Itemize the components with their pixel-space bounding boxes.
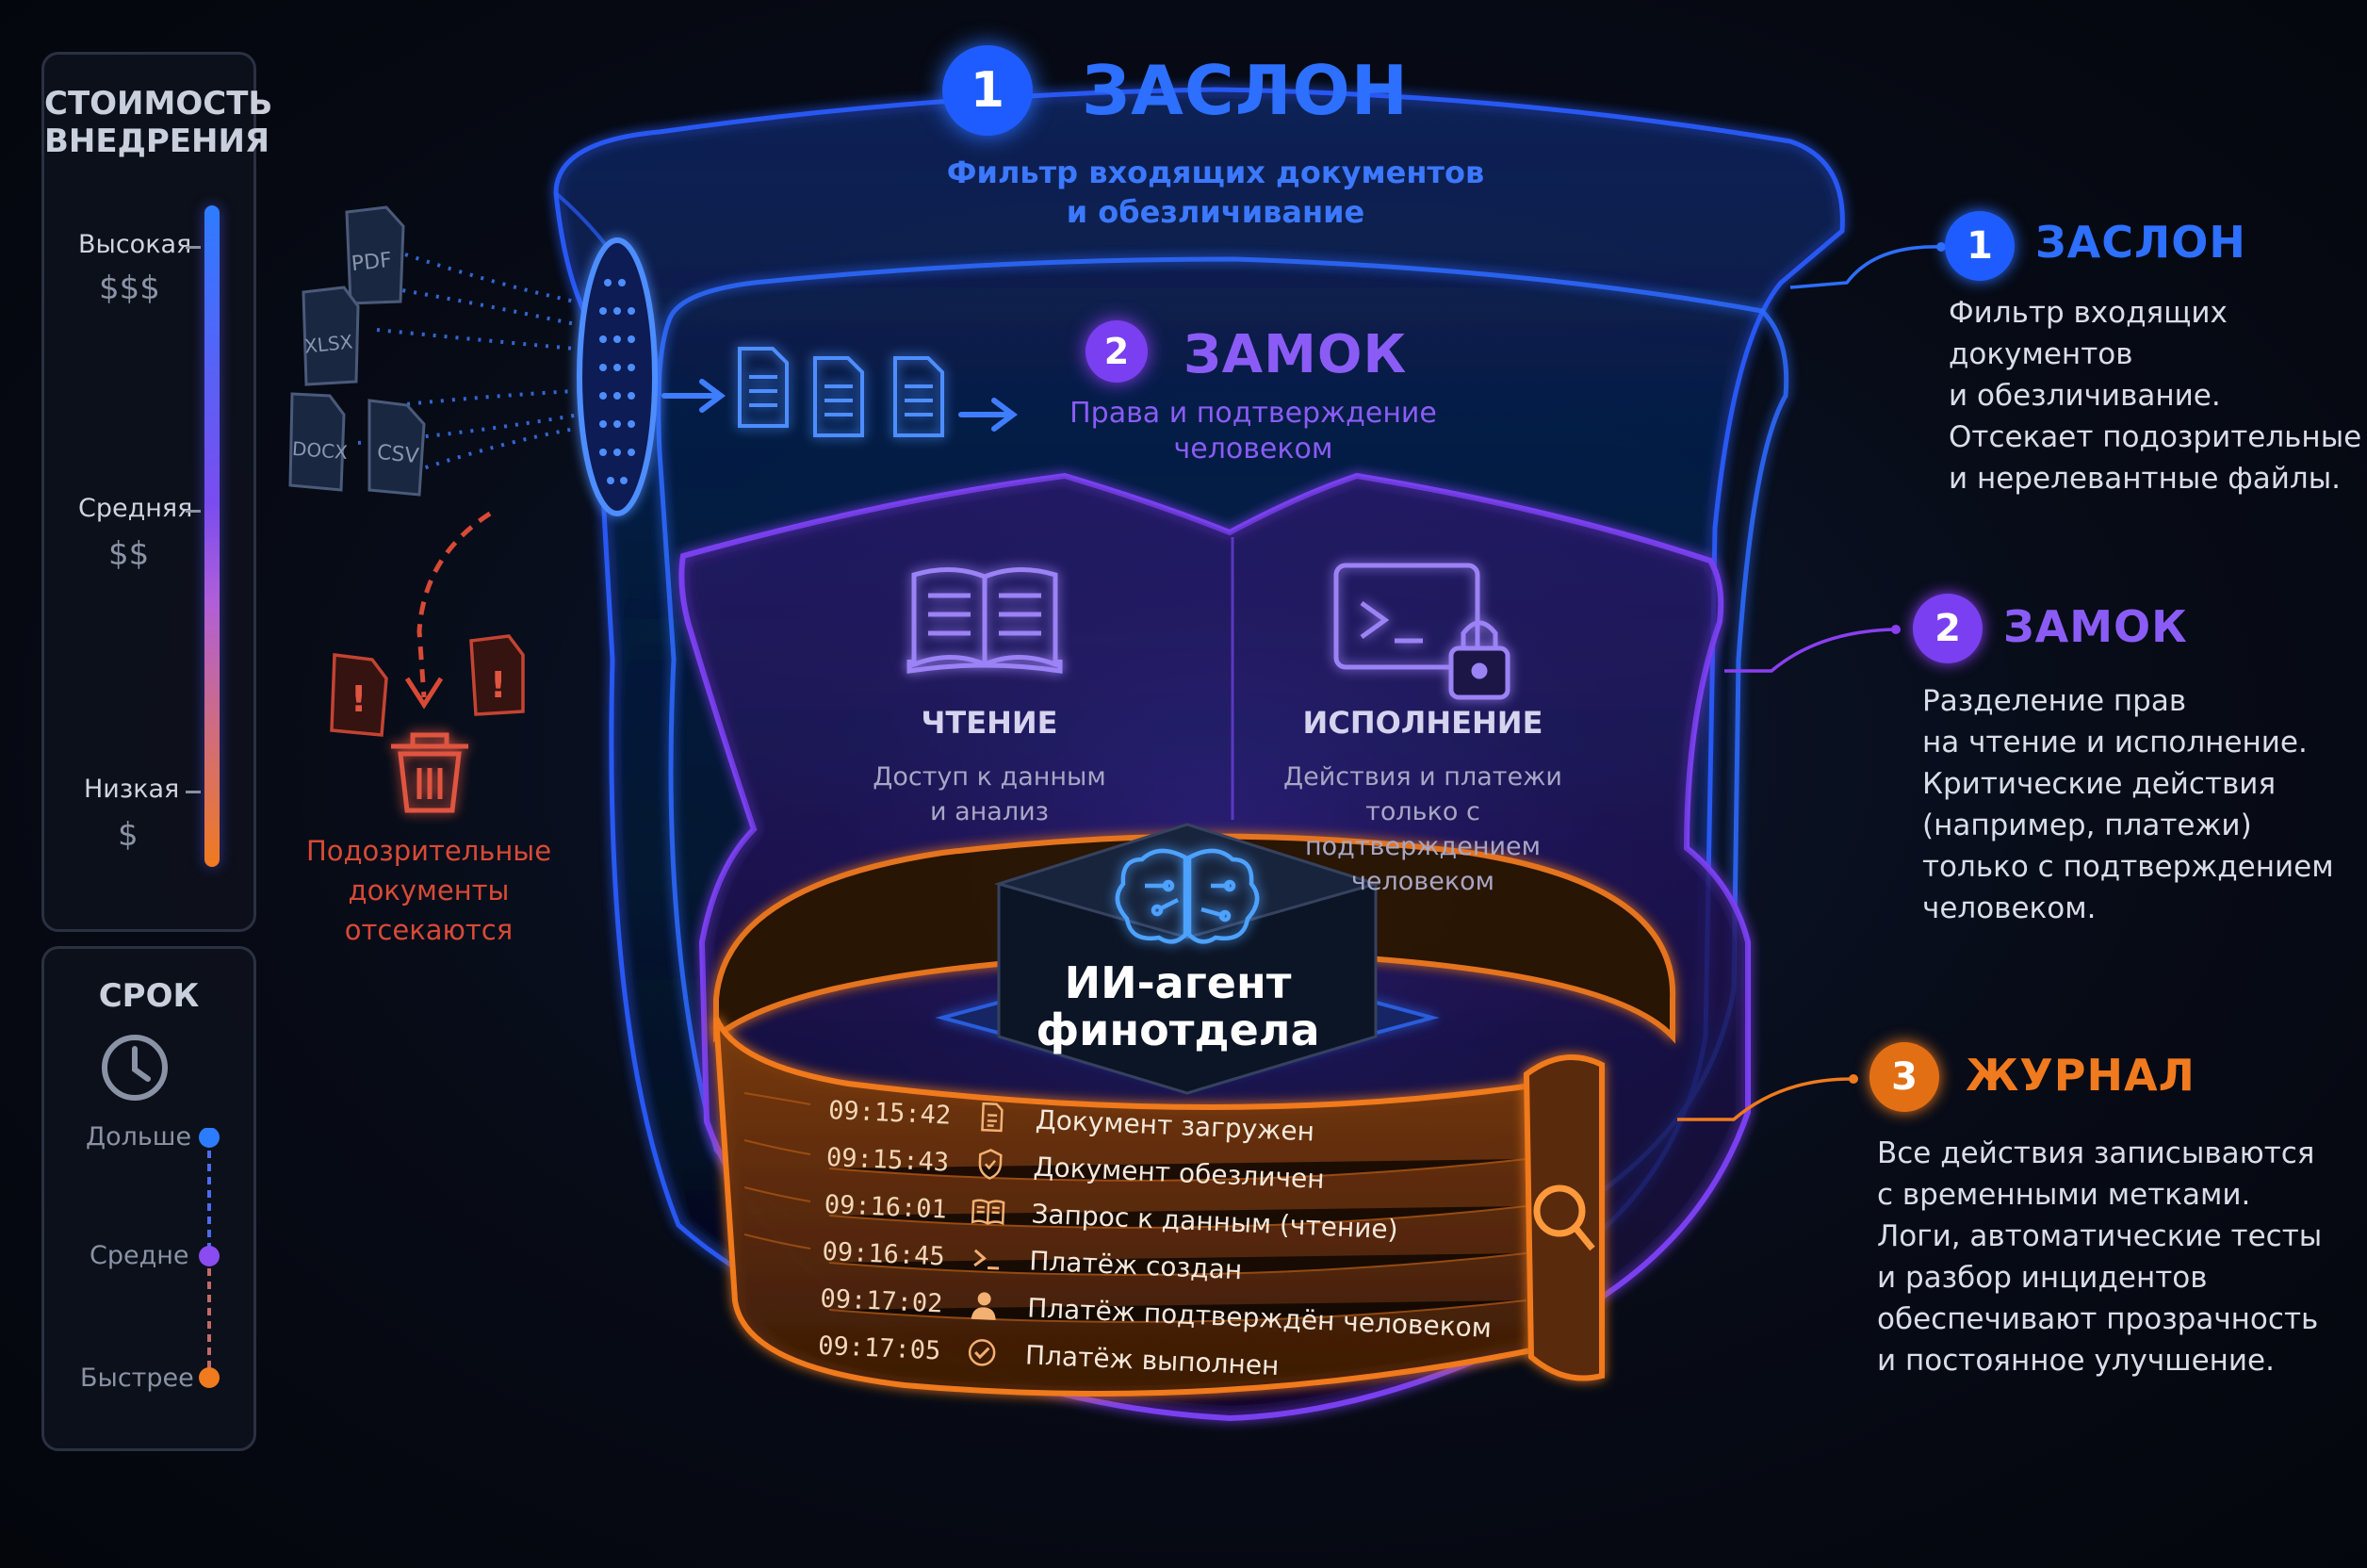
log-time: 09:17:02 <box>819 1283 944 1318</box>
gate-title: ЗАСЛОН <box>1082 51 1409 130</box>
connector-2 <box>1724 628 1895 673</box>
legend-3-desc: Все действия записываются с временными м… <box>1877 1136 2323 1378</box>
log-row: 09:17:05 Платёж выполнен <box>818 1329 1281 1382</box>
read-section: ЧТЕНИЕ Доступ к данным и анализ <box>839 705 1140 829</box>
reject-arrow <box>416 511 492 698</box>
log-time: 09:15:42 <box>827 1095 952 1131</box>
terminal-lock-icon-large <box>1333 563 1510 700</box>
person-icon <box>971 1292 996 1320</box>
input-files <box>288 205 426 497</box>
arrow-out-1 <box>661 379 726 413</box>
legend-1-badge: 1 <box>1945 211 2015 281</box>
log-time: 09:17:05 <box>817 1331 941 1365</box>
log-row: 09:16:01 Запрос к данным (чтение) <box>824 1187 1398 1247</box>
file-pdf: PDF <box>350 248 394 277</box>
agent-cube <box>935 823 1440 1095</box>
time-scale-line <box>199 1128 220 1388</box>
read-desc: Доступ к данным и анализ <box>873 762 1106 826</box>
time-panel-title: СРОК <box>98 977 200 1015</box>
file-csv: CSV <box>375 440 420 469</box>
shield-icon <box>978 1149 1003 1180</box>
log-row: 09:15:42 Документ загружен <box>827 1093 1315 1148</box>
exec-section: ИСПОЛНЕНИЕ Действия и платежи только с п… <box>1244 705 1602 899</box>
arrow-out-2 <box>958 398 1018 432</box>
gate-number-badge: 1 <box>942 45 1033 136</box>
agent-label: ИИ-агент финотдела <box>1036 957 1320 1055</box>
gate-lens <box>577 237 658 516</box>
lock-number-badge: 2 <box>1086 320 1148 383</box>
cost-money-low: $ <box>118 816 139 854</box>
legend-1-desc: Фильтр входящих документов и обезличиван… <box>1949 296 2362 496</box>
warning-mark-1: ! <box>351 678 367 720</box>
exec-desc: Действия и платежи только с подтверждени… <box>1283 762 1562 896</box>
time-level-mid: Средне <box>90 1241 189 1270</box>
magnifier-icon <box>1533 1184 1595 1251</box>
time-panel: СРОК Дольше Средне Быстрее <box>41 946 256 1451</box>
log-time: 09:15:43 <box>825 1142 950 1178</box>
document-icon <box>981 1102 1004 1133</box>
cost-gradient-bar <box>204 205 220 867</box>
trash-icon <box>391 732 468 813</box>
clean-documents <box>738 347 944 437</box>
tick-high <box>186 246 201 249</box>
gate-subtitle: Фильтр входящих документов и обезличиван… <box>946 155 1485 230</box>
lock-title: ЗАМОК <box>1184 324 1408 385</box>
cost-level-mid: Средняя <box>78 494 193 523</box>
clock-icon <box>102 1035 168 1101</box>
lock-subtitle: Права и подтверждение человеком <box>1069 397 1437 466</box>
legend-2-title: ЗАМОК <box>2003 601 2188 652</box>
time-level-long: Дольше <box>86 1122 192 1152</box>
cost-level-high: Высокая <box>78 230 192 259</box>
rejected-documents <box>330 634 525 737</box>
log-side-panel <box>1523 1054 1605 1381</box>
book-icon <box>971 1199 1005 1226</box>
terminal-icon <box>973 1249 1000 1270</box>
check-icon <box>968 1339 996 1366</box>
read-title: ЧТЕНИЕ <box>921 705 1058 741</box>
tick-low <box>186 791 201 793</box>
tick-mid <box>186 510 201 513</box>
cost-panel: СТОИМОСТЬ ВНЕДРЕНИЯ Высокая $$$ Средняя … <box>41 52 273 932</box>
connector-1 <box>1789 245 1942 289</box>
legend-2-desc: Разделение прав на чтение и исполнение. … <box>1922 684 2334 925</box>
file-docx: DOCX <box>291 436 349 465</box>
cost-panel-title: СТОИМОСТЬ ВНЕДРЕНИЯ <box>44 85 273 160</box>
log-row: 09:15:43 Документ обезличен <box>825 1140 1325 1196</box>
log-row: 09:16:45 Платёж создан <box>822 1234 1243 1286</box>
legend-3-badge: 3 <box>1869 1042 1939 1112</box>
gate-lens-dots <box>599 279 635 484</box>
time-level-fast: Быстрее <box>80 1364 194 1393</box>
brain-icon <box>1115 848 1260 944</box>
cost-money-high: $$$ <box>99 270 160 307</box>
cost-money-mid: $$ <box>108 535 150 573</box>
log-row: 09:17:02 Платёж подтверждён человеком <box>820 1282 1493 1345</box>
flow-dots <box>357 253 580 473</box>
log-time: 09:16:01 <box>824 1189 948 1225</box>
legend-2-badge: 2 <box>1913 594 1983 663</box>
warning-mark-2: ! <box>490 664 506 706</box>
legend-3-title: ЖУРНАЛ <box>1966 1050 2196 1101</box>
cost-level-low: Низкая <box>84 775 180 804</box>
log-time: 09:16:45 <box>821 1236 946 1271</box>
legend-1-title: ЗАСЛОН <box>2035 217 2246 268</box>
rejected-label: Подозрительные документы отсекаются <box>305 835 552 946</box>
connector-3 <box>1677 1077 1853 1121</box>
exec-title: ИСПОЛНЕНИЕ <box>1302 705 1543 741</box>
book-icon-large <box>906 566 1063 674</box>
